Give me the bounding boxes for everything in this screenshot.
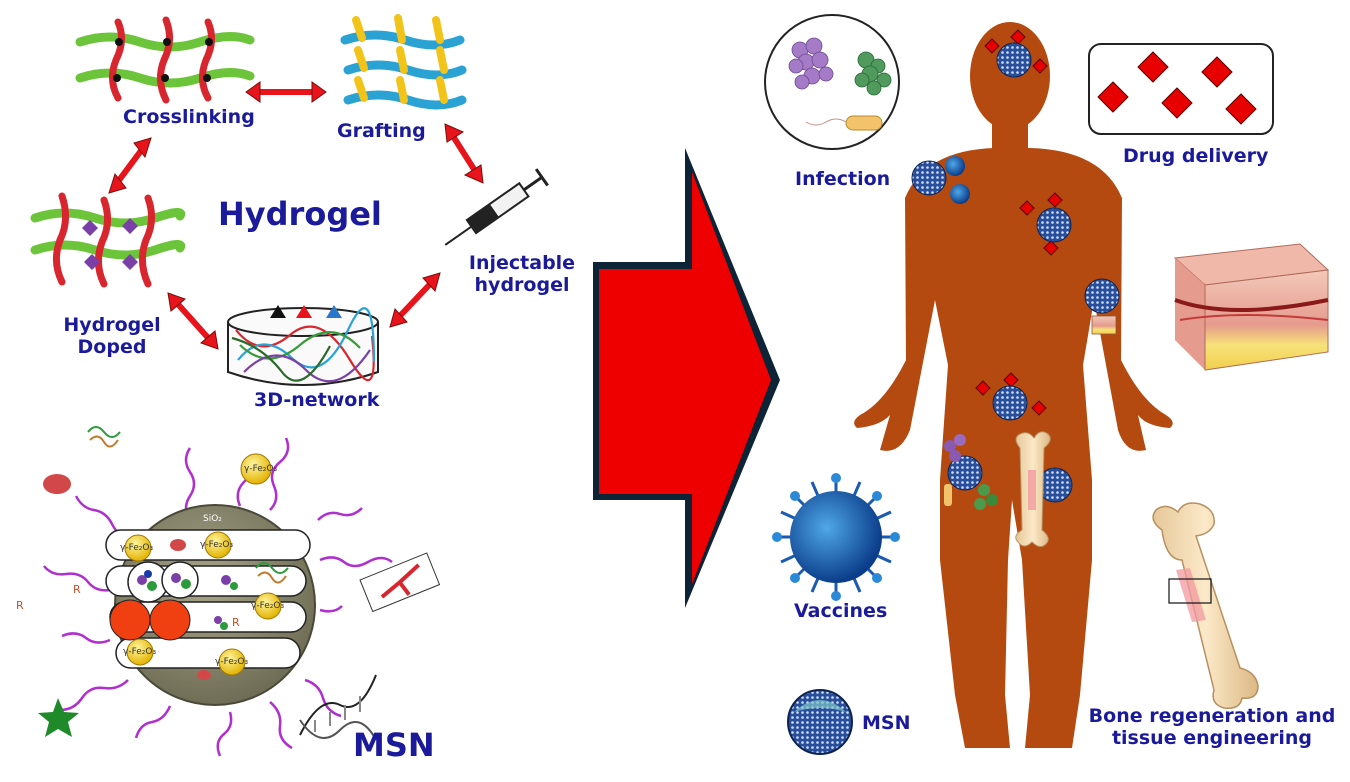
femur-zoom-box bbox=[1168, 578, 1212, 604]
label-r-group-2: R bbox=[16, 599, 24, 612]
virus-icon bbox=[772, 473, 900, 601]
body-bacteria-cluster bbox=[944, 434, 998, 510]
arrow-crosslinking-grafting bbox=[245, 81, 327, 103]
msn-legend-sphere-icon bbox=[787, 689, 853, 755]
label-injectable-line2: hydrogel bbox=[474, 273, 570, 296]
star-icon bbox=[38, 698, 79, 737]
magnified-inset bbox=[359, 552, 441, 613]
label-hydrogel-doped: Hydrogel Doped bbox=[56, 314, 168, 359]
label-drug-delivery: Drug delivery bbox=[1123, 145, 1269, 167]
label-crosslinking: Crosslinking bbox=[123, 106, 255, 128]
transition-arrow bbox=[599, 172, 771, 584]
label-3d-network: 3D-network bbox=[254, 389, 380, 411]
label-bone-regeneration: Bone regeneration and tissue engineering bbox=[1084, 705, 1340, 750]
label-r-group-3: R bbox=[232, 616, 240, 629]
arrow-doped-network bbox=[167, 292, 219, 350]
syringe-icon bbox=[444, 168, 549, 246]
doped-hydrogel-icon bbox=[30, 192, 186, 288]
label-fe2o3-outer: γ-Fe₂O₃ bbox=[244, 464, 278, 474]
label-msn-legend: MSN bbox=[862, 712, 911, 734]
label-bone-line1: Bone regeneration and bbox=[1088, 705, 1336, 727]
label-fe2o3-2: γ-Fe₂O₃ bbox=[120, 543, 154, 553]
dna-icon bbox=[299, 674, 377, 741]
arrow-grafting-injectable bbox=[444, 123, 484, 184]
label-injectable-hydrogel: Injectable hydrogel bbox=[462, 252, 582, 297]
label-infection: Infection bbox=[795, 168, 891, 190]
label-fe2o3-1: γ-Fe₂O₃ bbox=[200, 540, 234, 550]
cycle-arrows bbox=[108, 81, 484, 350]
network-dish-icon bbox=[227, 305, 379, 386]
grafting-polymer-icon bbox=[340, 14, 467, 110]
body-msn-spheres bbox=[911, 42, 1120, 503]
label-msn-title: MSN bbox=[353, 726, 435, 764]
label-bone-line2: tissue engineering bbox=[1111, 726, 1313, 749]
label-grafting: Grafting bbox=[337, 120, 426, 142]
arrow-crosslinking-doped bbox=[108, 137, 152, 194]
infection-inset bbox=[764, 14, 900, 150]
label-r-group-1: R bbox=[73, 583, 81, 596]
arm-tissue-icon bbox=[1091, 315, 1117, 335]
arrow-injectable-network bbox=[389, 272, 441, 328]
label-fe2o3-5: γ-Fe₂O₃ bbox=[215, 657, 249, 667]
body-virus-particles bbox=[945, 156, 970, 204]
label-injectable-line1: Injectable bbox=[468, 252, 576, 274]
label-vaccines: Vaccines bbox=[794, 600, 888, 622]
skin-tissue-icon bbox=[1173, 243, 1330, 371]
label-doped-line1: Hydrogel bbox=[63, 314, 161, 336]
body-drug-markers bbox=[975, 29, 1063, 416]
label-sio2: SiO₂ bbox=[203, 514, 222, 524]
femur-icon bbox=[1152, 502, 1259, 710]
label-doped-line2: Doped bbox=[77, 335, 147, 358]
drug-delivery-inset bbox=[1088, 43, 1274, 135]
msn-particle-icon bbox=[38, 426, 441, 757]
crosslinking-polymer-icon bbox=[75, 16, 255, 104]
label-fe2o3-4: γ-Fe₂O₃ bbox=[123, 647, 157, 657]
protein-icon bbox=[87, 426, 289, 584]
label-fe2o3-3: γ-Fe₂O₃ bbox=[251, 601, 285, 611]
femur-small-icon bbox=[1015, 431, 1051, 548]
cargo-molecules bbox=[137, 570, 238, 630]
label-hydrogel-title: Hydrogel bbox=[218, 195, 382, 233]
surface-chains bbox=[43, 437, 393, 757]
